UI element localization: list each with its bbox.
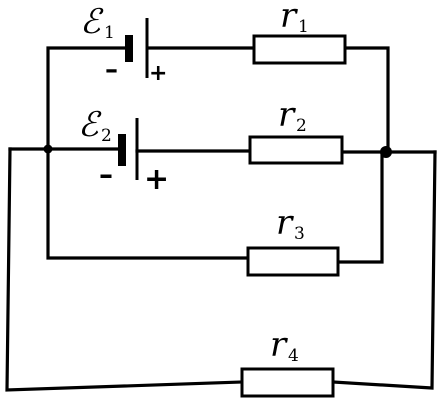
wire-outer-right [331,150,437,390]
battery-e1-index: 1 [104,23,115,43]
resistor-r1-body [252,34,347,65]
resistor-r2-symbol: r [278,95,296,135]
wire-outer-left [5,147,244,392]
resistor-r1: r 1 [252,0,347,65]
battery-e1-plus-sign: + [149,61,167,86]
resistor-r2-body [248,135,344,165]
battery-e1: ℰ 1 – + [80,2,167,86]
wire-branch3-right [336,150,384,264]
resistor-r3-symbol: r [276,203,294,243]
resistor-r3-body [246,246,340,277]
resistor-r2-index: 2 [296,116,307,136]
resistor-r1-symbol: r [280,0,298,36]
wires [5,46,437,392]
battery-e2-index: 2 [101,126,112,146]
resistor-r4: r 4 [240,325,335,398]
battery-e2-plus-sign: + [144,162,169,197]
junction-left [43,144,53,154]
resistor-r2: r 2 [248,95,344,165]
battery-e2: ℰ 2 – + [78,105,169,197]
battery-e1-symbol: ℰ [80,2,104,42]
battery-e2-symbol: ℰ [78,105,102,145]
wire-top-right [343,46,390,154]
resistor-r3: r 3 [246,203,340,277]
battery-e2-minus-sign: – [99,158,113,191]
resistor-r4-body [240,367,335,398]
resistor-r1-index: 1 [298,17,309,37]
resistor-r3-index: 3 [294,224,305,244]
resistor-r4-index: 4 [288,346,299,366]
wire-left-inner [46,46,250,260]
battery-e1-minus-sign: – [105,55,118,85]
resistor-r4-symbol: r [270,325,288,365]
junction-right [380,146,392,158]
